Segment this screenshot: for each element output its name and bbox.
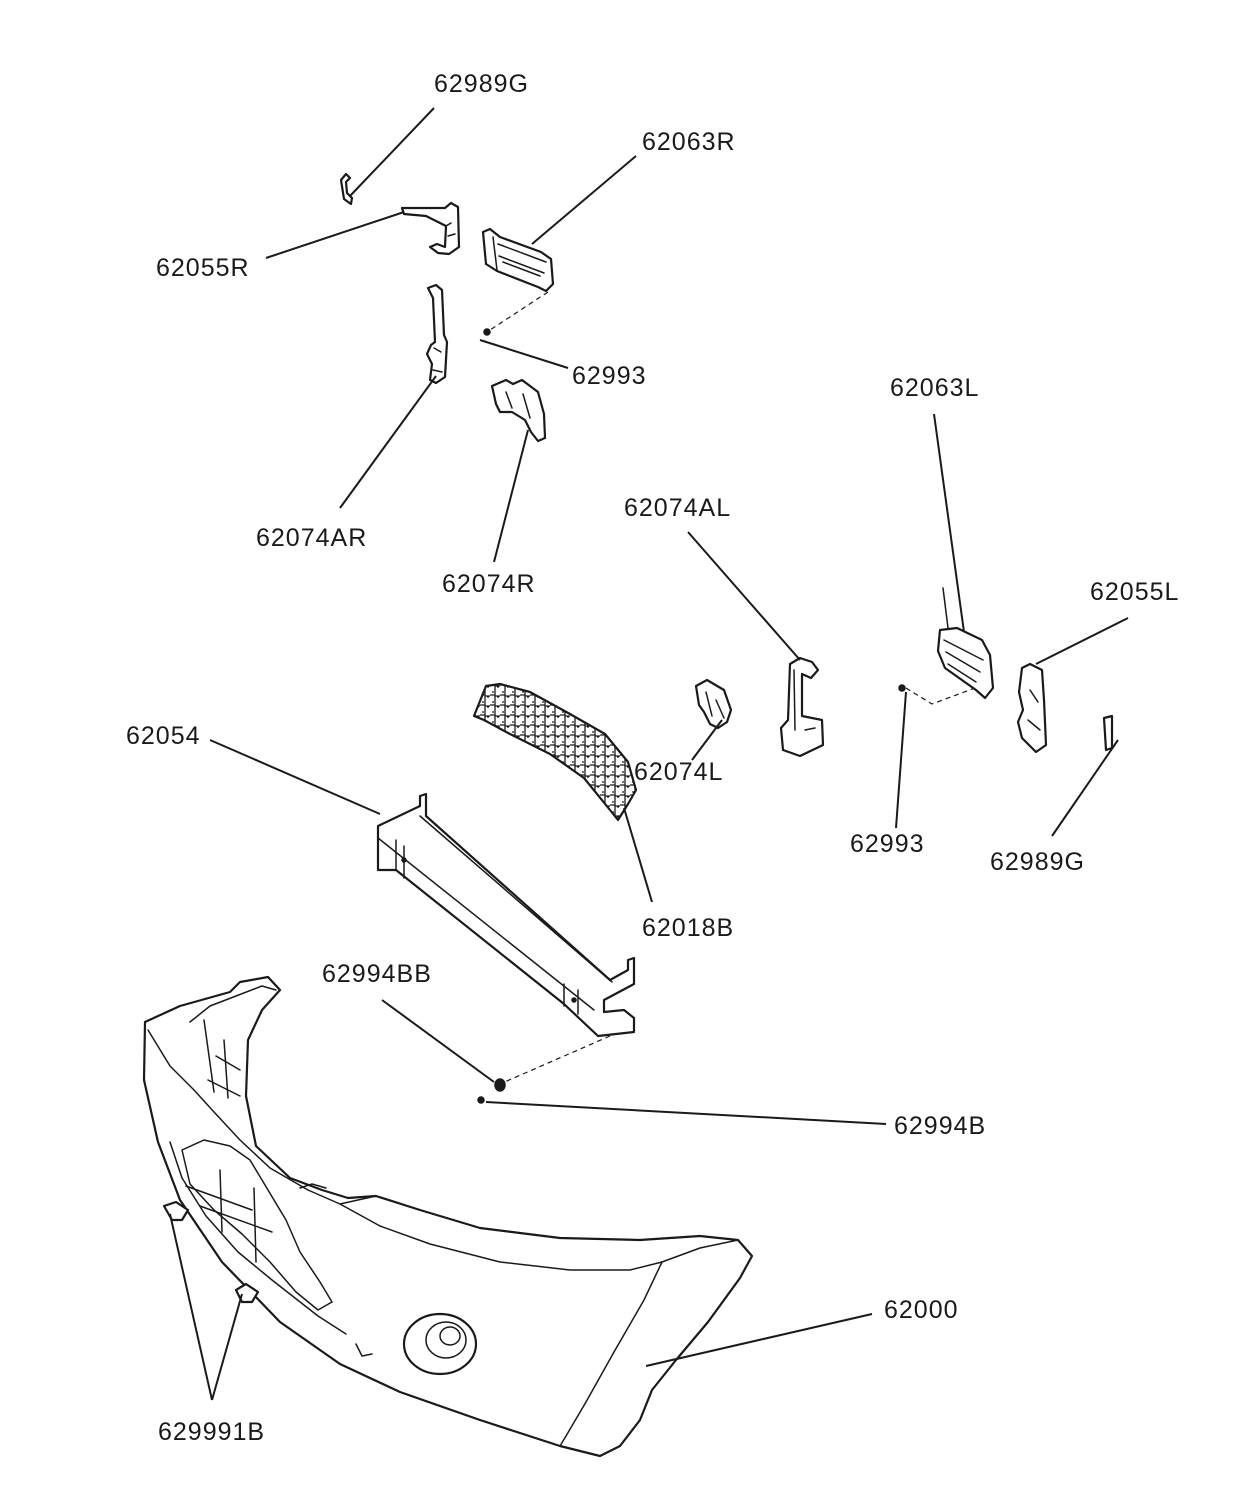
label-62000: 62000 (884, 1296, 959, 1324)
clip-62994b (477, 1096, 485, 1104)
label-629991b: 629991B (158, 1418, 265, 1446)
reinforcement-bar-62054 (376, 792, 636, 1038)
push-pin-62994bb (494, 1078, 506, 1092)
label-62074ar: 62074AR (256, 524, 367, 552)
label-62055l: 62055L (1090, 578, 1179, 606)
bracket-62074ar (425, 283, 449, 385)
label-62074l: 62074L (634, 758, 723, 786)
bracket-62074al (779, 656, 825, 758)
bracket-62063r (481, 227, 555, 293)
bolt-62993-left (898, 684, 906, 692)
label-62994b: 62994B (894, 1112, 986, 1140)
label-62993-bottom: 62993 (850, 830, 925, 858)
bracket-62074l (694, 678, 733, 730)
leader-lines (169, 107, 1129, 1401)
bracket-62055l (1016, 662, 1048, 754)
label-62074al: 62074AL (624, 494, 731, 522)
label-62989g-bottom: 62989G (990, 848, 1085, 876)
part-labels: 62989G 62063R 62055R 62993 62074AR 62074… (126, 70, 1179, 1446)
label-62063l: 62063L (890, 374, 979, 402)
clip-62989g-left (1102, 714, 1114, 752)
bracket-62063l (936, 587, 995, 700)
label-62074r: 62074R (442, 570, 536, 598)
clip-62989g-right (339, 172, 354, 206)
label-62018b: 62018B (642, 914, 734, 942)
bracket-62074r (490, 378, 547, 443)
label-62055r: 62055R (156, 254, 250, 282)
label-62993-top: 62993 (572, 362, 647, 390)
bracket-62055r (400, 201, 461, 256)
label-62989g-top: 62989G (434, 70, 529, 98)
assembly-lines (486, 291, 976, 1085)
grille-mesh-62018b (472, 682, 638, 822)
bumper-cover-62000 (142, 975, 754, 1458)
label-62994bb: 62994BB (322, 960, 432, 988)
label-62063r: 62063R (642, 128, 736, 156)
label-62054: 62054 (126, 722, 201, 750)
